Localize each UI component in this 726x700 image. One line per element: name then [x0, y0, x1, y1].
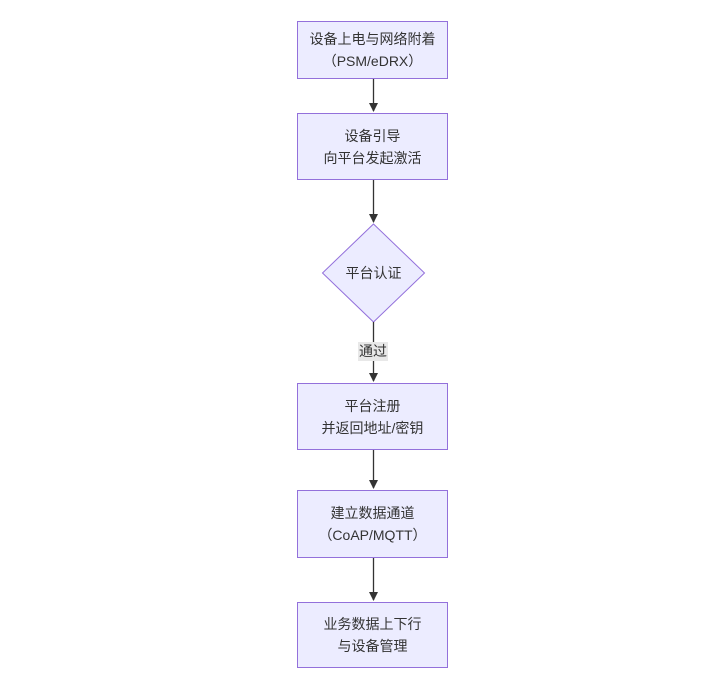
- node-text-line: 业务数据上下行: [323, 616, 422, 632]
- flow-node-power-attach: 设备上电与网络附着 （PSM/eDRX）: [297, 21, 448, 79]
- node-text-line: （CoAP/MQTT）: [318, 527, 427, 543]
- node-text-line: 建立数据通道: [330, 505, 415, 521]
- node-text-line: 向平台发起激活: [323, 149, 422, 166]
- flow-node-business-data: 业务数据上下行 与设备管理: [297, 602, 448, 668]
- node-text-line: （PSM/eDRX）: [322, 53, 423, 69]
- flow-node-auth-decision-label: 平台认证: [322, 262, 425, 284]
- node-text-line: 设备引导: [344, 127, 401, 144]
- node-text-line: 平台认证: [345, 265, 402, 281]
- node-text-line: 平台注册: [344, 397, 401, 414]
- node-text-line: 并返回地址/密钥: [321, 419, 424, 436]
- flow-node-data-channel: 建立数据通道 （CoAP/MQTT）: [297, 490, 448, 558]
- edge-label-pass: 通过: [358, 342, 388, 361]
- flow-node-register: 平台注册 并返回地址/密钥: [297, 383, 448, 450]
- node-text-line: 设备上电与网络附着: [309, 31, 436, 47]
- node-text-line: 与设备管理: [337, 638, 408, 654]
- flow-node-bootstrap: 设备引导 向平台发起激活: [297, 113, 448, 180]
